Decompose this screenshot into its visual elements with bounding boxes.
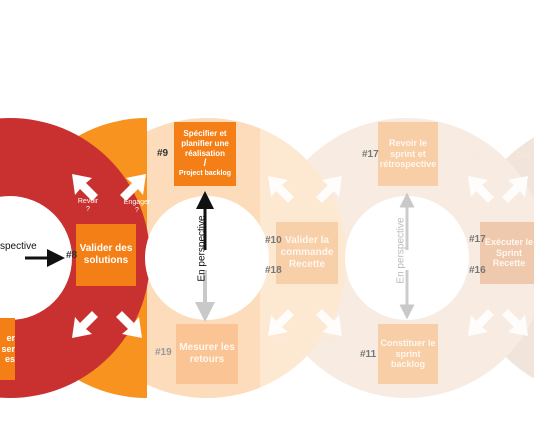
box-revoir-sprint: Revoir le sprint et rétrospective xyxy=(378,122,438,186)
box-specifier-sub: Project backlog xyxy=(178,170,232,178)
arrow-bottom-left-2 xyxy=(116,311,142,338)
box-executer-sprint: Exécuter le Sprint Recette xyxy=(480,222,534,284)
label-deployer: Dépl xyxy=(516,152,531,159)
box-specifier-title: Spécifier et planifier une réalisation xyxy=(181,129,229,158)
arrow-c3-bottom xyxy=(468,309,494,336)
label-engager: Engager ? xyxy=(123,199,151,215)
arrow-engager xyxy=(120,174,146,201)
box-valider-commande-sub: Recette xyxy=(288,259,326,270)
box-left-bottom-2: ser xyxy=(1,343,15,354)
step-number-17a: #17 xyxy=(362,149,379,160)
box-valider-solutions: Valider des solutions xyxy=(76,224,136,286)
step-number-10: #10 xyxy=(265,235,282,246)
box-valider-commande-text: Valider la commande xyxy=(280,235,334,258)
hole-sprint xyxy=(345,196,469,320)
box-left-bottom-3: es xyxy=(4,354,15,365)
step-number-9: #9 xyxy=(157,148,169,159)
step-number-19: #19 xyxy=(155,347,172,358)
step-number-16: #16 xyxy=(469,265,486,276)
label-revoir: Revoir ? xyxy=(77,198,99,214)
label-realiser-2: Réaliser ? xyxy=(460,151,486,167)
box-constituer-backlog: Constituer le sprint backlog xyxy=(378,324,438,384)
label-realiser-1: Réaliser ? xyxy=(311,336,343,343)
step-number-8: #8 xyxy=(66,250,78,261)
arrow-bottom-left-1 xyxy=(72,311,98,338)
box-revoir-sprint-text: Revoir le sprint et rétrospective xyxy=(379,137,437,170)
perspective-c3: En perspective xyxy=(395,217,407,284)
arrow-c3-top-2 xyxy=(502,176,528,203)
box-specifier: Spécifier et planifier une réalisation /… xyxy=(174,122,236,186)
arrow-c2-top-right xyxy=(268,176,294,203)
box-specifier-slash: / xyxy=(203,158,207,170)
box-valider-commande: Valider la commande Recette xyxy=(276,222,338,284)
arrow-c3-bottom-2 xyxy=(502,309,528,336)
box-mesurer-retours: Mesurer les retours xyxy=(176,324,238,384)
box-left-bottom-1: er xyxy=(6,332,15,343)
step-number-11: #11 xyxy=(360,349,377,360)
hole-specification xyxy=(145,196,269,320)
arrow-c2-bottom-right xyxy=(268,309,294,336)
arrow-c2-bottom-right-2 xyxy=(316,309,342,336)
step-number-17b: #17 xyxy=(469,234,486,245)
box-executer-sprint-sub: Recette xyxy=(492,258,526,269)
ring-solutions xyxy=(0,118,150,398)
box-executer-sprint-text: Exécuter le Sprint xyxy=(484,236,534,258)
box-valider-solutions-text: Valider des solutions xyxy=(79,243,133,266)
box-left-bottom: er ser es xyxy=(0,318,15,380)
flow-arrows xyxy=(72,174,528,338)
perspective-c2: En perspective xyxy=(196,215,208,282)
box-mesurer-retours-text: Mesurer les retours xyxy=(179,342,235,365)
box-constituer-backlog-text: Constituer le sprint backlog xyxy=(380,337,436,370)
arrow-revoir xyxy=(72,174,98,201)
label-definir: Définir ? xyxy=(267,336,295,343)
perspective-left: spective xyxy=(0,241,37,252)
arrow-c2-top-right-2 xyxy=(316,176,342,203)
step-number-18: #18 xyxy=(265,265,282,276)
arrow-c3-top xyxy=(468,176,494,203)
